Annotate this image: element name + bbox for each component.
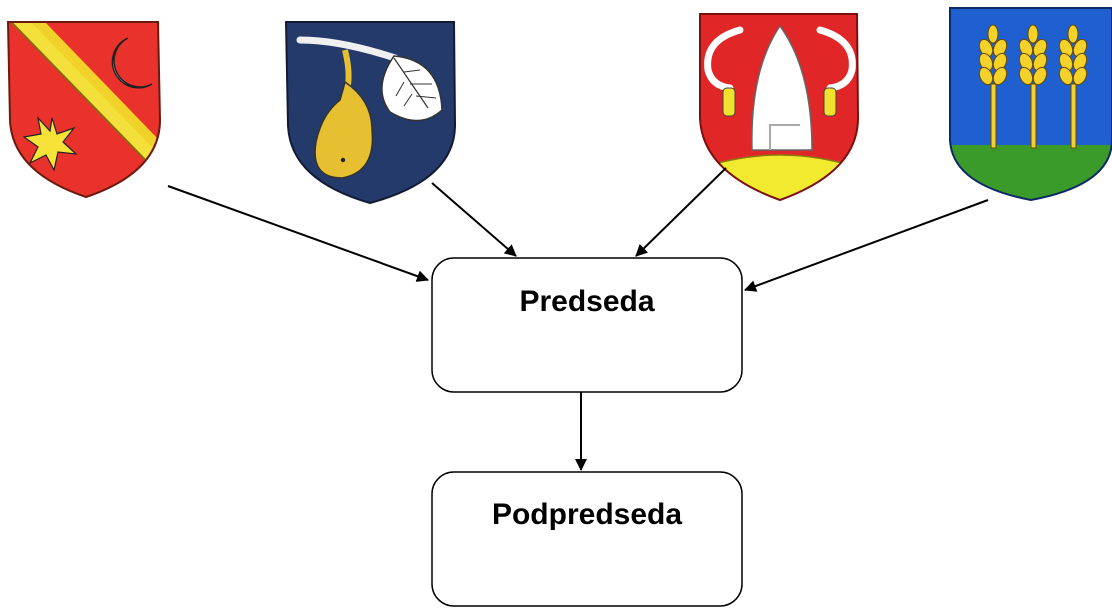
arrow-coat-3-to-chairman [635,167,727,257]
arrow-coat-2-to-chairman [431,182,517,257]
chairman-box-label: Predseda [519,285,654,318]
coat-of-arms-4-icon [949,7,1112,202]
chairman-box [431,257,743,393]
coat-of-arms-2-icon [284,21,457,205]
coat-of-arms-1-icon [6,21,162,199]
arrow-coat-4-to-chairman [744,199,989,292]
coat-of-arms-3-icon [699,13,860,202]
vice-chairman-box [431,471,743,607]
arrow-coat-1-to-chairman [167,185,429,282]
vice-chairman-box-label: Podpredseda [492,498,682,531]
